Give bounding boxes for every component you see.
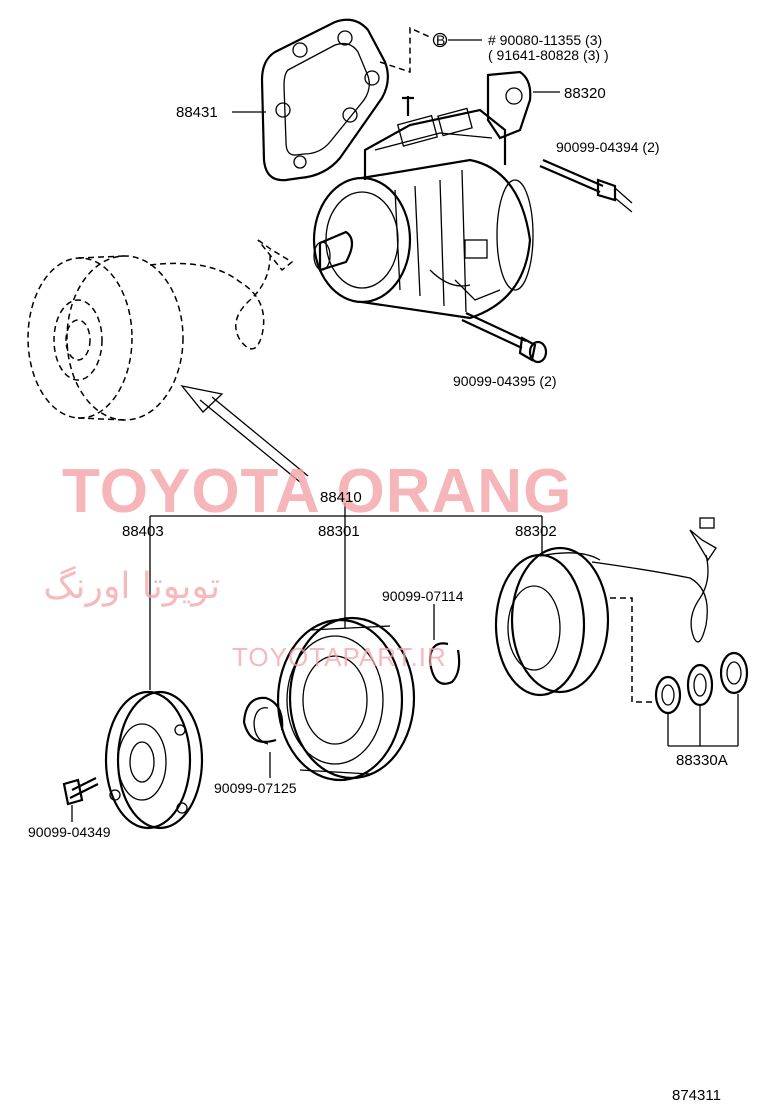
shims-88330A [654, 651, 749, 747]
label-bolt-note-2: ( 91641-80828 (3) ) [488, 47, 609, 63]
watermark-main: TOYOTA ORANG [62, 457, 572, 526]
direction-arrow [180, 385, 309, 483]
label-bolt-note-1: # 90080-11355 (3) [488, 32, 602, 48]
label-88330A: 88330A [676, 752, 728, 769]
label-88320: 88320 [564, 85, 606, 102]
bolt-marker-circle [432, 32, 448, 48]
bolt-90099-04394 [539, 158, 633, 213]
label-bolt-marker: B [436, 32, 445, 48]
watermark-site: TOYOTAPART.IR [232, 642, 447, 672]
leader-dashed-shims [610, 597, 655, 703]
label-88301: 88301 [318, 523, 360, 540]
snap-ring-90099-07114 [428, 604, 461, 685]
snap-ring-90099-07125 [242, 696, 284, 778]
label-90099-04395: 90099-04395 (2) [453, 373, 557, 389]
label-88302: 88302 [515, 523, 557, 540]
label-88403: 88403 [122, 523, 164, 540]
pulley-88301 [276, 540, 416, 782]
label-90099-04349: 90099-04349 [28, 824, 111, 840]
label-90099-07125: 90099-07125 [214, 780, 297, 796]
clutch-assembly-dashed [27, 239, 294, 421]
compressor-body [312, 70, 534, 320]
drawing-number: 874311 [672, 1087, 721, 1104]
label-90099-07114: 90099-07114 [382, 588, 464, 604]
gasket-88431 [260, 18, 389, 182]
label-90099-04394: 90099-04394 (2) [556, 139, 660, 155]
watermark-persian: تویوتا اورنگ [43, 565, 220, 607]
field-coil-88302 [494, 517, 717, 697]
label-88431: 88431 [176, 104, 218, 121]
pressure-plate-88403 [104, 540, 204, 830]
kit-bracket-88410 [149, 503, 543, 540]
label-88410: 88410 [320, 489, 362, 506]
bolt-90099-04349 [62, 777, 99, 822]
bolt-90099-04395 [461, 312, 548, 364]
leader-dashed-bolt [379, 26, 433, 74]
